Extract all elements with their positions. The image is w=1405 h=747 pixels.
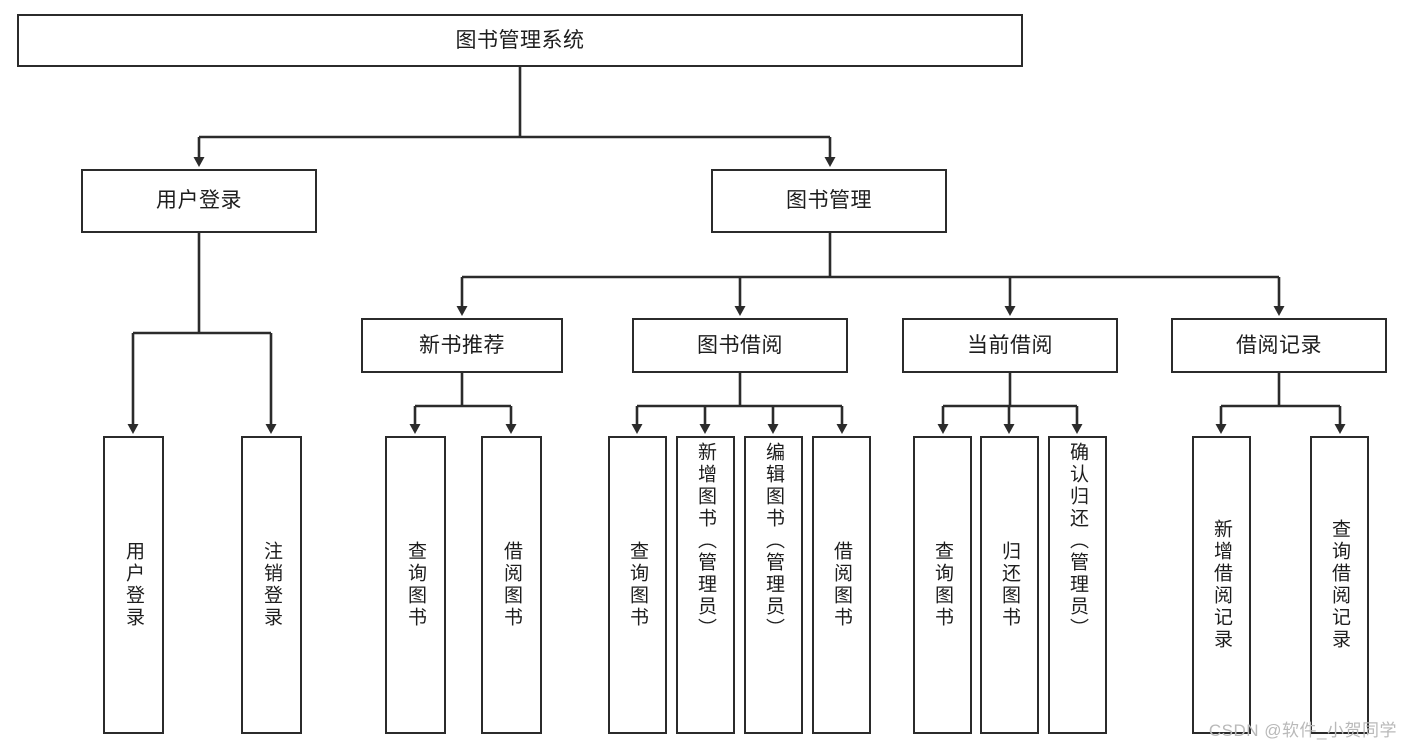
node-label: 查询图书	[932, 541, 953, 629]
leaf-user-login-login[interactable]: 用户登录	[103, 436, 164, 734]
node-label: 当前借阅	[967, 333, 1053, 357]
leaf-book-borrow-borrow-book[interactable]: 借阅图书	[812, 436, 871, 734]
leaf-book-borrow-query-book[interactable]: 查询图书	[608, 436, 667, 734]
leaf-borrow-record-query-record[interactable]: 查询借阅记录	[1310, 436, 1369, 734]
leaf-current-borrow-confirm-return-admin[interactable]: 确认归还（管理员）	[1048, 436, 1107, 734]
node-label: 借阅图书	[831, 541, 852, 629]
node-label: 新增借阅记录	[1211, 519, 1232, 651]
node-user-login[interactable]: 用户登录	[81, 169, 317, 233]
node-label: 归还图书	[999, 541, 1020, 629]
leaf-current-borrow-return-book[interactable]: 归还图书	[980, 436, 1039, 734]
node-label: 确认归还（管理员）	[1067, 442, 1088, 640]
node-label: 查询图书	[405, 541, 426, 629]
node-label: 查询图书	[627, 541, 648, 629]
leaf-new-book-borrow-book[interactable]: 借阅图书	[481, 436, 542, 734]
node-label: 图书管理系统	[455, 28, 585, 52]
node-label: 查询借阅记录	[1329, 519, 1350, 651]
leaf-user-login-logout[interactable]: 注销登录	[241, 436, 302, 734]
csdn-watermark: CSDN @软件_小贺同学	[1208, 721, 1397, 740]
node-label: 编辑图书（管理员）	[763, 442, 784, 640]
node-label: 借阅图书	[501, 541, 522, 629]
leaf-book-borrow-add-book-admin[interactable]: 新增图书（管理员）	[676, 436, 735, 734]
node-label: 注销登录	[261, 541, 282, 629]
node-new-book-recommend[interactable]: 新书推荐	[361, 318, 563, 373]
node-book-management[interactable]: 图书管理	[711, 169, 947, 233]
node-current-borrow[interactable]: 当前借阅	[902, 318, 1118, 373]
node-label: 用户登录	[156, 189, 242, 213]
node-book-borrow[interactable]: 图书借阅	[632, 318, 848, 373]
leaf-current-borrow-query-book[interactable]: 查询图书	[913, 436, 972, 734]
node-label: 图书借阅	[697, 333, 783, 357]
node-label: 借阅记录	[1236, 333, 1322, 357]
leaf-new-book-query-book[interactable]: 查询图书	[385, 436, 446, 734]
node-label: 图书管理	[786, 189, 872, 213]
leaf-borrow-record-add-record[interactable]: 新增借阅记录	[1192, 436, 1251, 734]
node-borrow-record[interactable]: 借阅记录	[1171, 318, 1387, 373]
node-label: 用户登录	[123, 541, 144, 629]
leaf-book-borrow-edit-book-admin[interactable]: 编辑图书（管理员）	[744, 436, 803, 734]
node-root-book-management-system[interactable]: 图书管理系统	[17, 14, 1023, 67]
node-label: 新增图书（管理员）	[695, 442, 716, 640]
node-label: 新书推荐	[419, 333, 505, 357]
